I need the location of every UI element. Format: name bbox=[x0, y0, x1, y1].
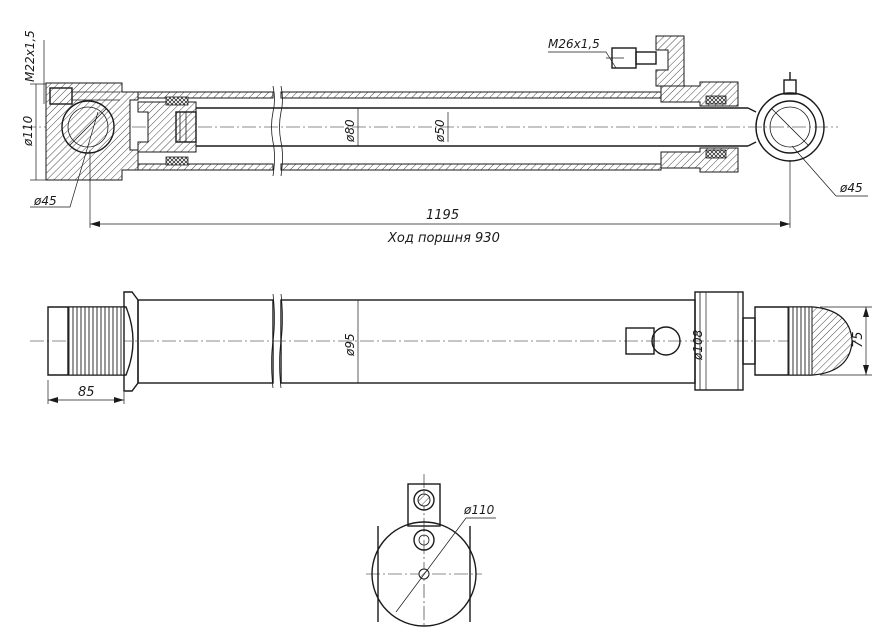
piston-seal-bottom bbox=[165, 156, 189, 166]
dia-108-label: ø108 bbox=[691, 329, 705, 361]
section-view bbox=[22, 35, 868, 228]
dia-45-left-label: ø45 bbox=[33, 194, 57, 208]
thread-left-label: M22x1,5 bbox=[23, 30, 37, 82]
left-bushing-side bbox=[67, 306, 125, 376]
left-eye-bore bbox=[61, 100, 115, 154]
side-view bbox=[30, 291, 872, 404]
dim-75-label: 75 bbox=[851, 331, 866, 348]
dia-80-label: ø80 bbox=[343, 119, 357, 143]
tube-side-left bbox=[137, 299, 274, 384]
port-circle-side bbox=[651, 326, 681, 356]
end-circle bbox=[371, 521, 477, 627]
dia-45-right-label: ø45 bbox=[839, 181, 863, 195]
length-1195-label: 1195 bbox=[426, 208, 459, 223]
dia-110-bottom-label: ø110 bbox=[463, 503, 495, 517]
dia-50-label: ø50 bbox=[433, 119, 447, 143]
thread-right-label: M26x1,5 bbox=[548, 37, 600, 51]
tube-wall-bottom-right bbox=[280, 163, 662, 171]
dia-110-left-label: ø110 bbox=[21, 115, 35, 147]
tube-wall-top-left bbox=[137, 91, 274, 99]
stroke-label: Ход поршня 930 bbox=[387, 231, 500, 246]
piston-seal-top bbox=[165, 96, 189, 106]
dim-85-label: 85 bbox=[78, 385, 95, 400]
right-port-block bbox=[655, 35, 685, 87]
end-view bbox=[366, 474, 496, 628]
right-eye-bore bbox=[763, 100, 817, 154]
left-end-block bbox=[47, 306, 134, 376]
tube-wall-top-right bbox=[280, 91, 662, 99]
dia-95-label: ø95 bbox=[343, 333, 357, 357]
piston bbox=[137, 101, 197, 153]
port-side bbox=[625, 327, 655, 355]
left-port-fitting bbox=[49, 87, 73, 105]
tube-wall-bottom-left bbox=[137, 163, 274, 171]
end-port bbox=[413, 529, 435, 551]
end-eye-tab bbox=[407, 483, 441, 527]
